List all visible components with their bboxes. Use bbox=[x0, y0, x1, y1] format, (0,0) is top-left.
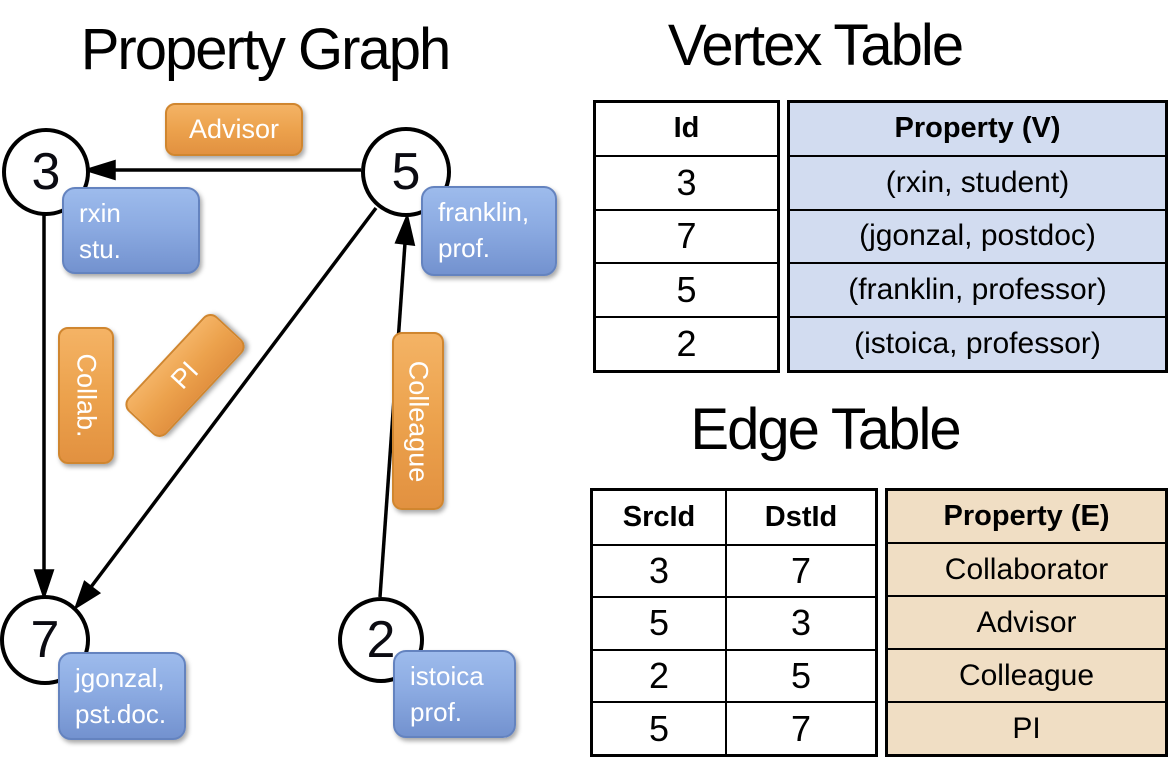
vertex-table: Id 3 7 5 2 Property (V) (rxin, student) … bbox=[593, 100, 1168, 373]
edge-table: SrcId DstId 3 7 5 3 2 5 5 7 Property (E)… bbox=[590, 488, 1168, 757]
node-2-id: 2 bbox=[366, 611, 396, 669]
edge-property-cell: Collaborator bbox=[888, 542, 1165, 595]
edge-label-pi: PI bbox=[121, 309, 249, 442]
node-3-property-line1: rxin bbox=[79, 198, 121, 228]
edge-dst-cell: 5 bbox=[725, 648, 875, 702]
node-3-property-label: rxin stu. bbox=[62, 187, 200, 274]
edge-table-id-columns: SrcId DstId 3 7 5 3 2 5 5 7 bbox=[590, 488, 878, 757]
edge-table-header-srcid: SrcId bbox=[622, 500, 696, 533]
vertex-table-title: Vertex Table bbox=[667, 13, 964, 78]
edge-property-cell: Advisor bbox=[888, 595, 1165, 648]
node-2-property-line1: istoica bbox=[410, 661, 484, 691]
edge-label-advisor-text: Advisor bbox=[188, 114, 280, 144]
edge-table-title: Edge Table bbox=[690, 397, 961, 462]
edge-table-header-dstid: DstId bbox=[725, 491, 875, 544]
edge-dst-cell: 7 bbox=[725, 701, 875, 754]
edge-table-header-property-e: Property (E) bbox=[943, 500, 1110, 532]
graph-node-3: 3 bbox=[2, 128, 90, 216]
node-5-id: 5 bbox=[391, 143, 421, 201]
edge-label-collab-text: Collab. bbox=[71, 353, 102, 438]
vertex-table-property-column: Property (V) (rxin, student) (jgonzal, p… bbox=[787, 100, 1168, 373]
edge-src-cell: 3 bbox=[593, 543, 725, 597]
node-2-property-line2: prof. bbox=[410, 696, 463, 727]
node-7-property-line1: jgonzal, bbox=[75, 663, 165, 693]
edge-label-colleague: Colleague bbox=[392, 332, 444, 510]
edge-src-cell: 5 bbox=[593, 701, 725, 754]
edge-property-cell: PI bbox=[888, 701, 1165, 754]
vertex-id-cell: 7 bbox=[596, 208, 777, 263]
graph-title: Property Graph bbox=[80, 17, 452, 82]
edge-src-cell: 2 bbox=[593, 648, 725, 702]
edge-dst-cell: 7 bbox=[725, 543, 875, 597]
edge-3-7-arrowhead-icon bbox=[33, 569, 55, 601]
vertex-id-cell: 3 bbox=[596, 154, 777, 209]
vertex-id-cell: 5 bbox=[596, 262, 777, 316]
vertex-property-cell: (jgonzal, postdoc) bbox=[790, 208, 1165, 263]
edge-5-3-arrowhead-icon bbox=[82, 159, 116, 181]
node-5-property-label: franklin, prof. bbox=[421, 186, 557, 276]
node-3-property-line2: stu. bbox=[79, 233, 121, 264]
vertex-table-header-property-v: Property (V) bbox=[894, 112, 1061, 145]
vertex-property-cell: (franklin, professor) bbox=[790, 262, 1165, 316]
edge-label-collab: Collab. bbox=[58, 327, 114, 464]
vertex-table-header-id: Id bbox=[673, 112, 700, 145]
node-5-property-line1: franklin, bbox=[438, 197, 530, 227]
node-5-property-line2: prof. bbox=[438, 232, 491, 263]
edge-label-pi-text: PI bbox=[164, 355, 205, 395]
edge-dst-cell: 3 bbox=[725, 596, 875, 649]
edge-src-cell: 5 bbox=[593, 596, 725, 649]
vertex-property-cell: (rxin, student) bbox=[790, 154, 1165, 209]
graph-node-7: 7 bbox=[0, 595, 90, 685]
vertex-property-cell: (istoica, professor) bbox=[790, 316, 1165, 370]
edge-label-colleague-text: Colleague bbox=[403, 360, 434, 482]
edge-2-5-arrowhead-icon bbox=[394, 212, 416, 247]
edge-table-property-column: Property (E) Collaborator Advisor Collea… bbox=[885, 488, 1168, 757]
vertex-id-cell: 2 bbox=[596, 316, 777, 370]
edge-property-cell: Colleague bbox=[888, 648, 1165, 701]
edge-label-advisor: Advisor bbox=[165, 103, 303, 156]
edge-5-7-arrowhead-icon bbox=[73, 580, 102, 611]
node-7-property-label: jgonzal, pst.doc. bbox=[58, 652, 186, 740]
node-3-id: 3 bbox=[31, 143, 61, 201]
vertex-table-id-column: Id 3 7 5 2 bbox=[593, 100, 780, 373]
node-7-id: 7 bbox=[30, 611, 60, 669]
node-7-property-line2: pst.doc. bbox=[75, 698, 167, 729]
node-2-property-label: istoica prof. bbox=[393, 650, 516, 738]
